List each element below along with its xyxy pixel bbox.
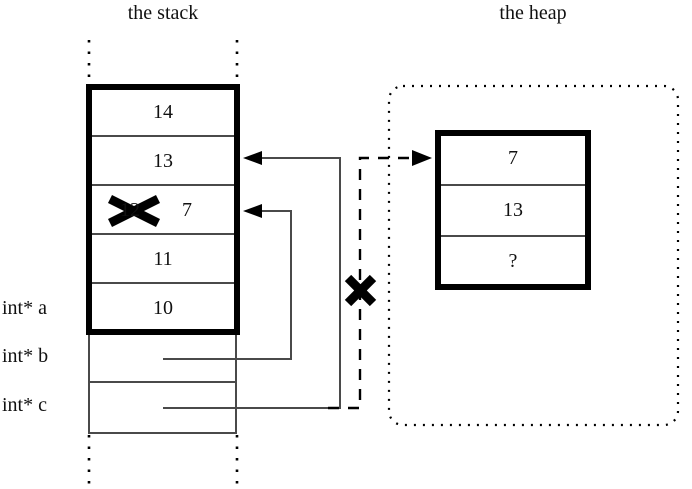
stack-cell-value-4: 10 (153, 297, 173, 319)
stack-title: the stack (127, 2, 199, 24)
pointer-line-b (163, 210, 292, 360)
stack-cell-value-2-old: 12 (120, 199, 140, 221)
heap-cell-value-0: 7 (508, 147, 518, 169)
arrowhead-b (243, 204, 262, 218)
stack-frame-box (86, 84, 240, 335)
stack-continuation-top (87, 40, 239, 86)
heap-box (435, 130, 591, 290)
arrowhead-c (243, 151, 262, 165)
stack-cell-value-0: 14 (153, 101, 173, 123)
pointer-line-c (163, 157, 341, 409)
arrowhead-dangling (412, 150, 432, 166)
heap-title: the heap (499, 2, 567, 24)
variable-label-b: int* b (2, 345, 49, 367)
stack-cell-value-3: 11 (153, 248, 173, 270)
heap-boundary (387, 84, 680, 427)
stack-continuation-bottom (87, 435, 239, 487)
variable-label-c: int* c (2, 394, 47, 416)
stack-cell-value-2-new: 7 (182, 199, 192, 221)
stack-cell-value-1: 13 (153, 150, 173, 172)
heap-cell-value-2: ? (508, 250, 518, 272)
heap-cell-value-1: 13 (503, 199, 523, 221)
x-mark-old-value (107, 194, 161, 228)
stack-lower-cells (88, 331, 237, 434)
variable-label-a: int* a (2, 297, 47, 319)
x-mark-dangling-pointer (344, 274, 377, 307)
